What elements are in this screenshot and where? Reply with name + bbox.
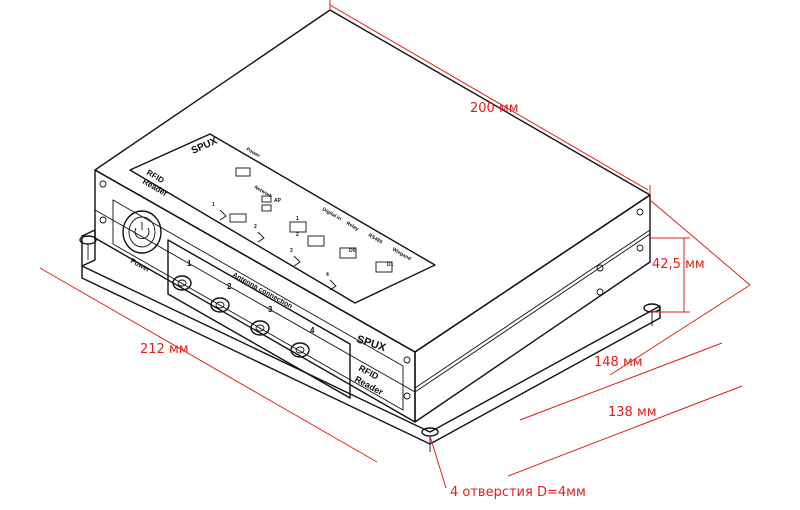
network-led-2 (261, 204, 272, 212)
antenna-port-2 (210, 297, 230, 313)
top-middle-indicator (229, 213, 247, 223)
dim-label-212: 212 мм (140, 342, 189, 357)
top-power-label: Power (245, 147, 261, 160)
mount-hole-front-left (79, 235, 97, 260)
top-d1-label: D1 (387, 262, 394, 268)
top-arrow-num-2: 2 (254, 224, 257, 230)
relay-box (307, 235, 325, 247)
dim-line-148 (519, 342, 723, 421)
top-power-led (235, 167, 251, 177)
antenna-port-4 (290, 342, 310, 358)
antenna-port-1 (172, 275, 192, 291)
digital-in-num-1: 1 (296, 216, 299, 222)
dimensions: 200 мм 212 мм 42,5 мм 148 мм 138 мм 4 от… (39, 0, 751, 500)
top-network-label: Network (253, 185, 273, 200)
dim-label-200: 200 мм (470, 101, 519, 116)
port-number-3: 3 (268, 305, 273, 314)
dim-label-148: 148 мм (594, 355, 643, 370)
dim-label-holes: 4 отверстия D=4мм (450, 485, 586, 500)
top-label-plate (129, 133, 436, 304)
top-brand-logo: SPUX (190, 135, 220, 156)
antenna-indicator-4 (329, 279, 337, 291)
port-number-1: 1 (187, 259, 192, 268)
dim-label-42-5: 42,5 мм (652, 257, 705, 272)
dim-line-200 (329, 4, 649, 191)
top-d0-label: D0 (349, 248, 356, 254)
antenna-indicator-3 (293, 255, 301, 267)
power-label: Power (129, 258, 151, 274)
screw-front-right (403, 356, 411, 400)
device-body: Power Antenna connection 1 2 3 4 SPUX RF… (79, 9, 661, 452)
top-arrow-num-4: 4 (326, 272, 329, 278)
power-button (122, 210, 162, 254)
antenna-indicator-1 (219, 209, 227, 221)
screw-front-left (99, 180, 107, 224)
dim-line-138 (507, 385, 743, 477)
top-arrow-num-3: 3 (290, 248, 293, 254)
front-brand-logo: SPUX (355, 333, 388, 354)
digital-in-num-2: 2 (296, 232, 299, 238)
dim-leader-holes (429, 435, 447, 489)
rs485-box (339, 247, 357, 259)
top-rs485-label: RS485 (367, 233, 383, 246)
port-number-4: 4 (310, 326, 315, 335)
wiegand-box (375, 261, 393, 273)
antenna-indicator-2 (257, 231, 265, 243)
screw-right-side (596, 208, 644, 296)
port-number-2: 2 (227, 282, 232, 291)
dim-line-212 (39, 267, 378, 463)
digital-in-box (289, 221, 307, 233)
top-ap-label: AP (274, 198, 282, 204)
antenna-port-3 (250, 320, 270, 336)
top-arrow-num-1: 1 (212, 202, 215, 208)
top-wiegand-label: Wiegand (391, 247, 412, 263)
dim-label-138: 138 мм (608, 405, 657, 420)
network-led-1 (261, 195, 272, 203)
top-relay-label: Relay (345, 221, 360, 233)
